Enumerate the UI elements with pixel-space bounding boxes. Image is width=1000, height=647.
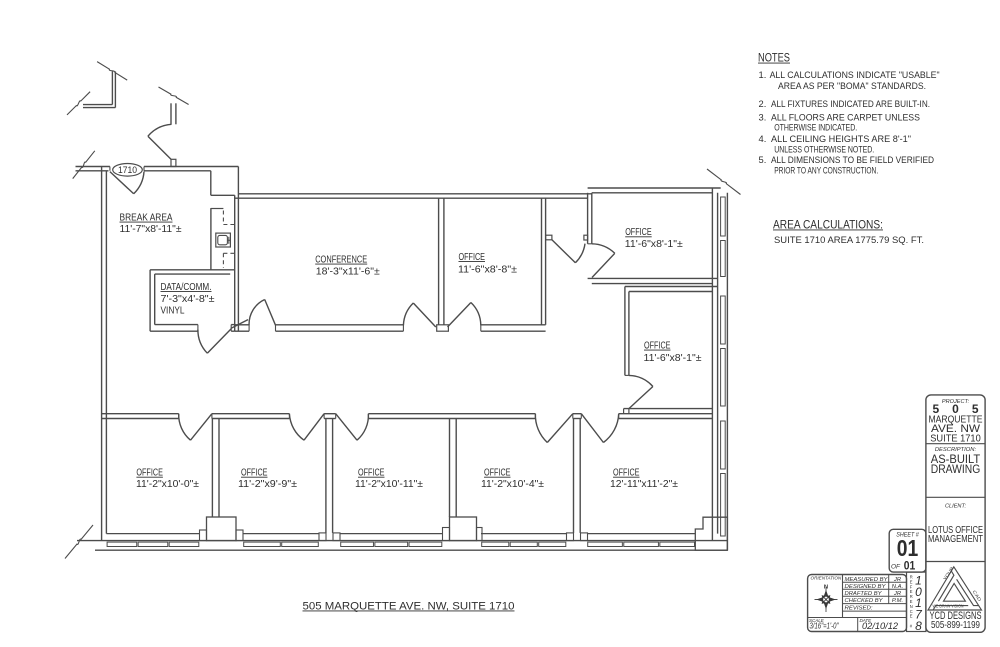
svg-text:LOTUS OFFICE: LOTUS OFFICE (928, 524, 983, 536)
svg-text:OFFICE: OFFICE (241, 468, 268, 479)
svg-text:DESIGNED BY: DESIGNED BY (845, 584, 887, 590)
svg-text:11'-2"x9'-9"±: 11'-2"x9'-9"± (238, 479, 298, 490)
svg-text:OFFICE: OFFICE (625, 227, 652, 238)
svg-text:OFFICE: OFFICE (459, 252, 486, 263)
svg-text:11'-6"x8'-8"±: 11'-6"x8'-8"± (458, 265, 518, 276)
svg-text:2.: 2. (759, 99, 767, 109)
svg-text:CLIENT:: CLIENT: (945, 504, 966, 510)
svg-text:DATA/COMM.: DATA/COMM. (161, 282, 212, 293)
svg-text:DESCRIPTION:: DESCRIPTION: (935, 447, 977, 453)
svg-text:ALL FIXTURES INDICATED ARE BUI: ALL FIXTURES INDICATED ARE BUILT-IN. (771, 99, 930, 109)
svg-text:11'-6"x8'-1"±: 11'-6"x8'-1"± (625, 239, 684, 250)
svg-text:01: 01 (897, 535, 919, 561)
svg-text:OFFICE: OFFICE (644, 341, 671, 352)
svg-text:3/16"=1'-0": 3/16"=1'-0" (810, 621, 840, 631)
svg-text:DRAFTED BY: DRAFTED BY (845, 591, 883, 597)
svg-text:AREA CALCULATIONS:: AREA CALCULATIONS: (773, 217, 883, 231)
svg-text:11'-7"x8'-11"±: 11'-7"x8'-11"± (120, 224, 183, 235)
svg-text:VINYL: VINYL (161, 305, 185, 316)
svg-text:PROJECT:: PROJECT: (942, 399, 970, 405)
svg-text:N.A.: N.A. (892, 584, 903, 590)
svg-text:MEASURED BY: MEASURED BY (845, 577, 889, 583)
svg-text:OFFICE: OFFICE (484, 468, 511, 479)
svg-text:DATE: DATE (860, 618, 873, 623)
svg-text:CAD: CAD (972, 589, 983, 602)
svg-text:AREA AS PER "BOMA" STANDARDS.: AREA AS PER "BOMA" STANDARDS. (778, 81, 926, 91)
svg-text:7'-3"x4'-8"±: 7'-3"x4'-8"± (161, 294, 216, 305)
svg-text:OFFICE: OFFICE (613, 468, 640, 479)
svg-text:N: N (824, 585, 828, 591)
svg-text:ALL FLOORS ARE CARPET UNLESS: ALL FLOORS ARE CARPET UNLESS (771, 112, 920, 122)
svg-text:1710: 1710 (118, 165, 137, 175)
svg-text:OF: OF (891, 564, 901, 571)
svg-text:ORIENTATION: ORIENTATION (811, 575, 842, 580)
svg-text:8: 8 (915, 619, 922, 633)
svg-text:1: 1 (915, 574, 922, 588)
svg-text:505-899-1199: 505-899-1199 (931, 620, 980, 631)
svg-text:UNLESS OTHERWISE NOTED.: UNLESS OTHERWISE NOTED. (774, 144, 874, 154)
svg-text:NOTES: NOTES (758, 51, 790, 65)
svg-text:MANAGEMENT: MANAGEMENT (928, 533, 983, 545)
svg-text:YCD DESIGNS: YCD DESIGNS (930, 610, 982, 622)
svg-text:JR: JR (893, 591, 902, 597)
svg-text:WE DRAW VISION: WE DRAW VISION (933, 603, 964, 608)
svg-text:DRAWING: DRAWING (931, 464, 981, 476)
svg-text:11'-2"x10'-11"±: 11'-2"x10'-11"± (355, 479, 424, 490)
svg-text:0: 0 (915, 585, 922, 599)
svg-text:ALL DIMENSIONS TO BE FIELD VER: ALL DIMENSIONS TO BE FIELD VERIFIED (771, 155, 934, 165)
svg-text:SUITE 1710 AREA 1775.79 SQ.: SUITE 1710 AREA 1775.79 SQ. FT. (774, 235, 924, 245)
svg-text:5.: 5. (759, 155, 767, 165)
svg-text:1.: 1. (759, 70, 767, 80)
svg-text:AS-BUILT: AS-BUILT (931, 454, 981, 466)
svg-text:505: 505 (932, 402, 991, 416)
svg-text:11'-2"x10'-0"±: 11'-2"x10'-0"± (136, 479, 200, 490)
svg-text:SHEET #: SHEET # (896, 532, 919, 538)
svg-text:JR: JR (893, 577, 902, 583)
svg-text:11'-6"x8'-1"±: 11'-6"x8'-1"± (644, 353, 703, 364)
svg-text:ALL CALCULATIONS INDICATE "USA: ALL CALCULATIONS INDICATE "USABLE" (770, 70, 940, 80)
svg-text:01: 01 (904, 560, 916, 572)
svg-text:OFFICE: OFFICE (136, 468, 163, 479)
svg-text:OFFICE: OFFICE (358, 468, 385, 479)
svg-text:7: 7 (915, 608, 923, 622)
svg-text:11'-2"x10'-4"±: 11'-2"x10'-4"± (481, 479, 545, 490)
svg-text:1: 1 (915, 596, 922, 610)
svg-text:CHECKED BY: CHECKED BY (845, 598, 884, 604)
svg-text:505 MARQUETTE AVE. NW, SUITE 1: 505 MARQUETTE AVE. NW, SUITE 1710 (303, 600, 515, 612)
svg-text:ALL CEILING HEIGHTS ARE 8'-1": ALL CEILING HEIGHTS ARE 8'-1" (771, 134, 911, 144)
svg-text:12'-11"x11'-2"±: 12'-11"x11'-2"± (610, 479, 679, 490)
svg-text:PRIOR TO ANY CONSTRUCTION.: PRIOR TO ANY CONSTRUCTION. (774, 165, 878, 175)
svg-text:REVISED:: REVISED: (845, 606, 873, 612)
svg-text:OTHERWISE INDICATED.: OTHERWISE INDICATED. (774, 122, 857, 132)
svg-text:P.M.: P.M. (892, 598, 903, 604)
svg-text:3.: 3. (759, 112, 767, 122)
svg-text:MARQUETTE: MARQUETTE (929, 415, 983, 426)
svg-text:BREAK AREA: BREAK AREA (120, 213, 173, 224)
svg-text:CONFERENCE: CONFERENCE (315, 255, 367, 266)
svg-text:4.: 4. (759, 134, 767, 144)
svg-text:AVE. NW: AVE. NW (931, 423, 981, 435)
svg-text:18'-3"x11'-6"±: 18'-3"x11'-6"± (316, 267, 381, 278)
svg-text:SCALE: SCALE (809, 618, 825, 623)
svg-text:02/10/12: 02/10/12 (862, 621, 899, 631)
svg-text:SUITE 1710: SUITE 1710 (930, 433, 981, 444)
